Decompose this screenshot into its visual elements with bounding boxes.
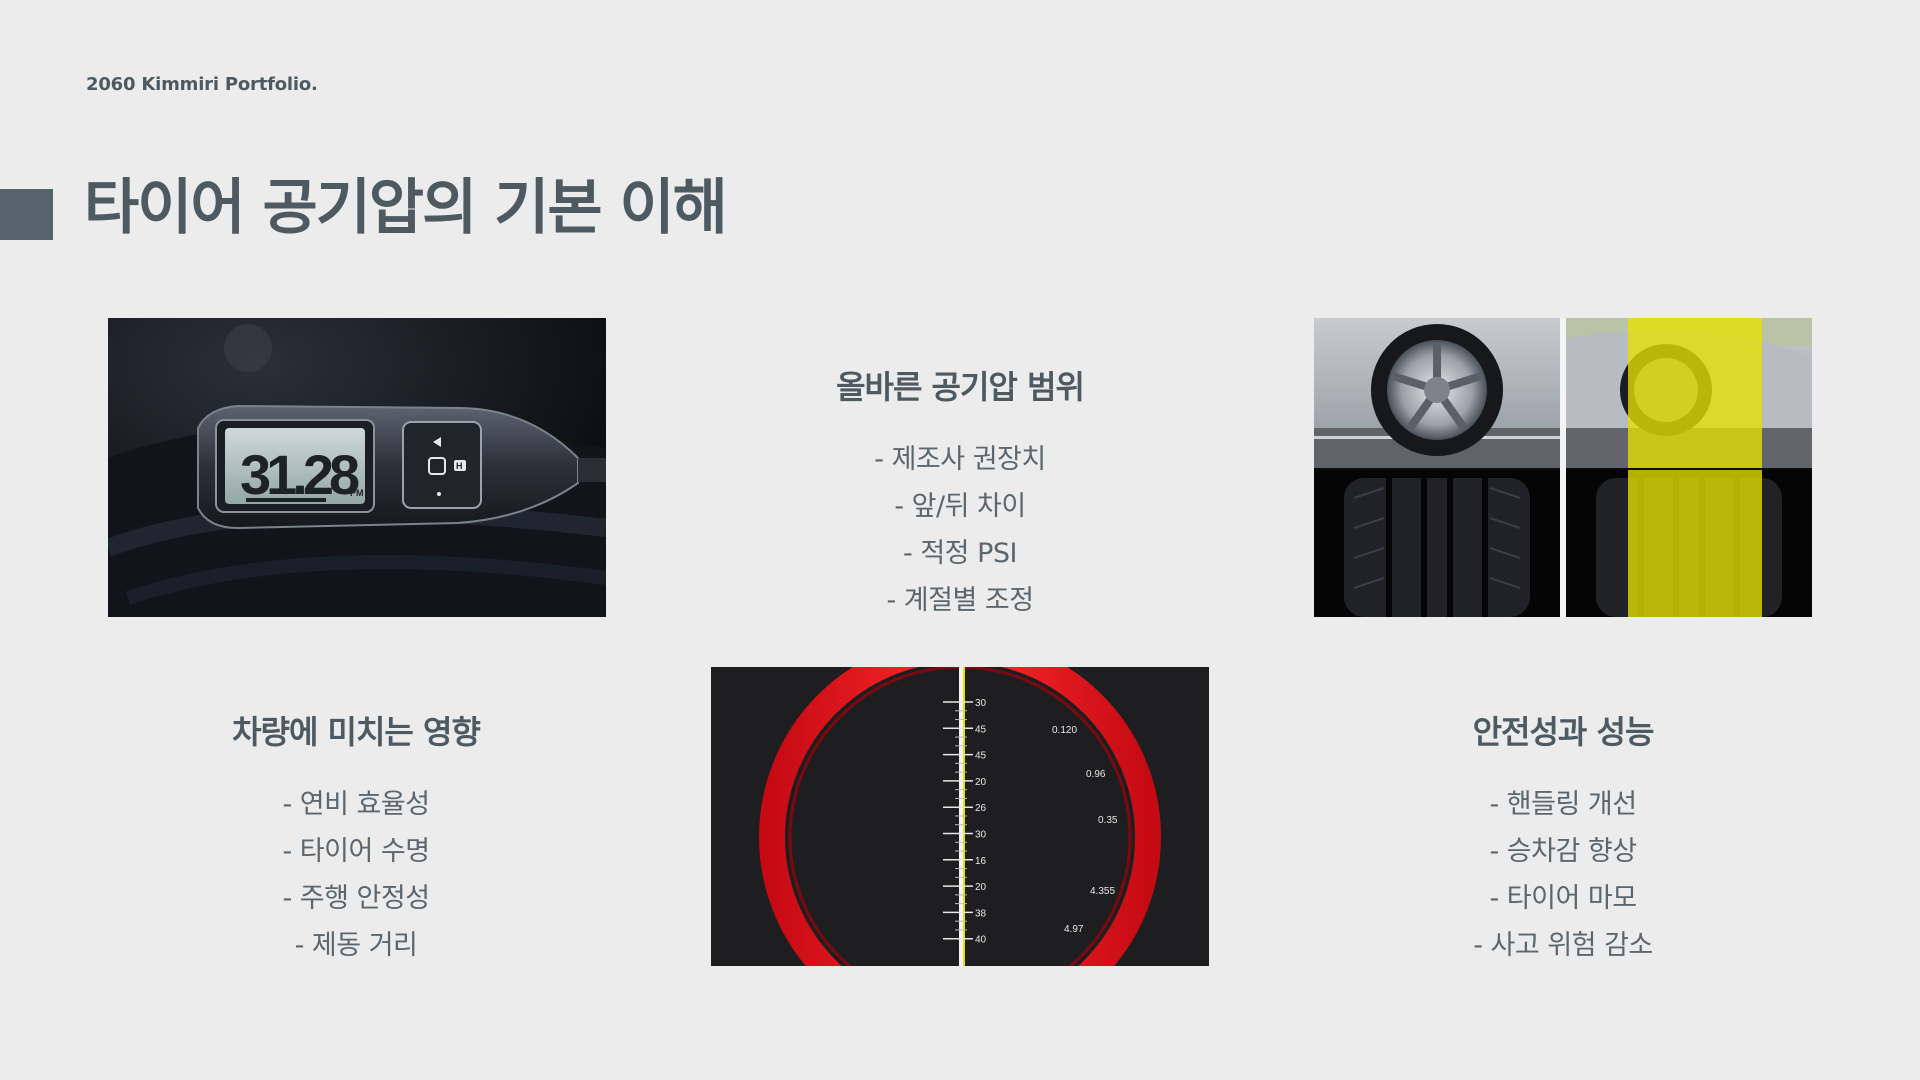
- scale-readout-value: 4.97: [1064, 924, 1084, 935]
- section-pressure-range: 올바른 공기압 범위 - 제조사 권장치 - 앞/뒤 차이 - 적정 PSI -…: [740, 362, 1180, 624]
- tire-comparison-image: [1314, 318, 1812, 617]
- scale-readout-value: 0.120: [1052, 725, 1077, 736]
- pressure-scale-image: 30 45 45 20 26 30 16 20 38 40 0.120 0.96 0.35 4.355 4…: [711, 667, 1209, 966]
- scale-tick-label: 20: [975, 777, 987, 788]
- list-item: - 제동 거리: [294, 930, 418, 961]
- scale-tick-label: 20: [975, 882, 987, 893]
- list-item: - 핸들링 개선: [1489, 789, 1637, 820]
- scale-readout-value: 4.355: [1090, 886, 1115, 897]
- title-accent-bar: [0, 189, 53, 240]
- section-heading: 안전성과 성능: [1472, 713, 1655, 751]
- gauge-unit: PM: [350, 488, 364, 498]
- list-item: - 승차감 향상: [1489, 836, 1637, 867]
- scale-tick-label: 26: [975, 803, 987, 814]
- scale-tick-label: 30: [975, 830, 987, 841]
- tire-gauge-image: 31.28 PM H: [108, 318, 606, 617]
- section-vehicle-impact: 차량에 미치는 영향 - 연비 효율성 - 타이어 수명 - 주행 안정성 - …: [136, 707, 576, 969]
- list-item: - 제조사 권장치: [874, 444, 1046, 475]
- scale-tick-label: 30: [975, 698, 987, 709]
- gauge-button-label: H: [456, 461, 463, 471]
- list-item: - 사고 위험 감소: [1473, 930, 1653, 961]
- list-item: - 계절별 조정: [886, 585, 1034, 616]
- scale-tick-label: 45: [975, 724, 987, 735]
- scale-tick-label: 16: [975, 856, 987, 867]
- scale-readout-value: 0.96: [1086, 769, 1106, 780]
- bullet-list: - 제조사 권장치 - 앞/뒤 차이 - 적정 PSI - 계절별 조정: [740, 436, 1180, 624]
- scale-tick-label: 40: [975, 935, 987, 946]
- brand-label: 2060 Kimmiri Portfolio.: [86, 74, 318, 95]
- bullet-list: - 연비 효율성 - 타이어 수명 - 주행 안정성 - 제동 거리: [136, 781, 576, 969]
- scale-tick-label: 38: [975, 908, 987, 919]
- bullet-list: - 핸들링 개선 - 승차감 향상 - 타이어 마모 - 사고 위험 감소: [1343, 781, 1783, 969]
- page-title: 타이어 공기압의 기본 이해: [84, 173, 728, 243]
- scale-tick-label: 45: [975, 751, 987, 762]
- scale-readout-value: 0.35: [1098, 815, 1118, 826]
- list-item: - 타이어 마모: [1489, 883, 1637, 914]
- list-item: - 타이어 수명: [282, 836, 430, 867]
- section-heading: 차량에 미치는 영향: [232, 713, 481, 751]
- section-safety-performance: 안전성과 성능 - 핸들링 개선 - 승차감 향상 - 타이어 마모 - 사고 …: [1343, 707, 1783, 969]
- list-item: - 연비 효율성: [282, 789, 430, 820]
- list-item: - 적정 PSI: [903, 538, 1017, 569]
- section-heading: 올바른 공기압 범위: [836, 368, 1085, 406]
- list-item: - 주행 안정성: [282, 883, 430, 914]
- list-item: - 앞/뒤 차이: [894, 491, 1026, 522]
- gauge-reading: 31.28: [240, 443, 359, 506]
